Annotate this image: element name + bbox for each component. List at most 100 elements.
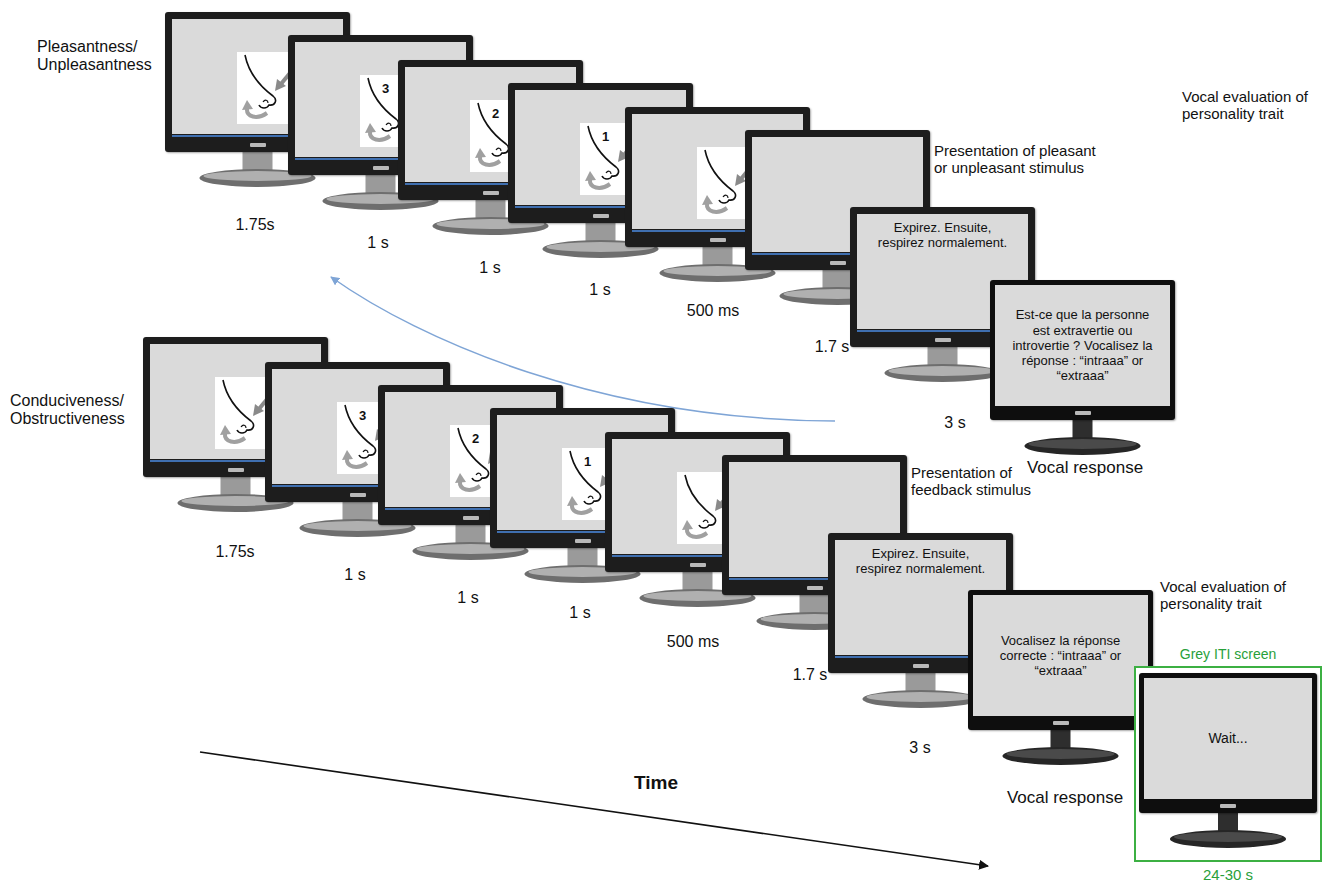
duration: 500 ms	[633, 633, 753, 651]
flow-arrow	[480, 156, 500, 165]
flow-arrow-head	[682, 520, 693, 530]
duration: 1 s	[295, 566, 415, 584]
nose-outline	[245, 55, 276, 108]
monitor-logo	[1220, 804, 1236, 808]
screen-instruction: Est-ce que la personne est extravertie o…	[1012, 307, 1154, 384]
countdown-number: 3	[382, 82, 389, 95]
nose-outline	[588, 126, 619, 179]
phase-note: Vocal evaluation of personality trait	[1160, 578, 1310, 613]
duration: 1 s	[520, 604, 640, 622]
monitor-logo	[575, 539, 591, 543]
phase-note: Presentation of feedback stimulus	[911, 464, 1043, 499]
duration: 3 s	[895, 414, 1015, 432]
countdown-number: 1	[602, 130, 609, 143]
monitor-base	[1170, 830, 1286, 848]
monitor-base-highlight	[1029, 439, 1137, 449]
monitor-base	[863, 690, 979, 708]
monitor-logo	[250, 143, 266, 147]
monitor-logo	[373, 166, 389, 170]
screen-instruction: Expirez. Ensuite, respirez normalement.	[850, 546, 992, 577]
screen-instruction: Wait...	[1157, 730, 1299, 747]
flow-arrow	[687, 528, 707, 537]
countdown-number: 2	[492, 107, 499, 120]
condition-label: Pleasantness/ Unpleasantness	[37, 38, 159, 75]
monitor-frame: Wait...	[1139, 673, 1317, 813]
inhale-arrow-head	[253, 404, 264, 416]
monitor-base	[885, 364, 1001, 382]
phase-note: Vocal response	[1005, 788, 1125, 808]
flow-arrow	[572, 504, 592, 513]
flow-arrow-head	[220, 425, 231, 435]
monitor-logo	[935, 338, 951, 342]
nose-outline	[705, 150, 736, 203]
phase-note: Vocal response	[1025, 458, 1145, 478]
wait-screen: Wait...	[1139, 673, 1317, 851]
flow-arrow-head	[455, 473, 466, 483]
monitor-logo	[228, 468, 244, 472]
nostril	[496, 148, 501, 151]
condition-label: Conduciveness/ Obstructiveness	[10, 392, 138, 429]
nose-outline	[685, 475, 716, 528]
monitor-logo	[483, 191, 499, 195]
flow-arrow-head	[702, 195, 713, 205]
nose-outline	[223, 380, 254, 433]
flow-arrow-head	[365, 123, 376, 133]
nose-outline	[345, 405, 376, 458]
duration: 3 s	[860, 739, 980, 757]
flow-arrow-head	[585, 171, 596, 181]
nostril	[703, 520, 708, 523]
screen-instruction: Expirez. Ensuite, respirez normalement.	[872, 220, 1014, 251]
countdown-number: 1	[584, 455, 591, 468]
duration: 1 s	[318, 234, 438, 252]
flow-arrow	[225, 433, 245, 442]
flow-arrow-head	[567, 496, 578, 506]
flow-arrow-head	[475, 148, 486, 158]
monitor-logo	[690, 563, 706, 567]
nose-outline	[368, 78, 399, 131]
flow-arrow	[707, 203, 727, 212]
duration: 1 s	[430, 259, 550, 277]
monitor-logo	[710, 238, 726, 242]
duration: 1.7 s	[750, 666, 870, 684]
flow-arrow	[247, 108, 267, 117]
nostril	[606, 171, 611, 174]
monitor-logo	[463, 516, 479, 520]
monitor-frame: Est-ce que la personne est extravertie o…	[990, 280, 1175, 420]
monitor-screen: Vocalisez la réponse correcte : “intraaa…	[968, 590, 1153, 768]
monitor-logo	[593, 214, 609, 218]
monitor-display: Est-ce que la personne est extravertie o…	[995, 285, 1170, 406]
flow-arrow	[460, 481, 480, 490]
iti-group: Grey ITI screen24-30 sWait...	[1134, 646, 1322, 889]
inhale-arrow-head	[275, 79, 286, 91]
flow-arrow	[370, 131, 390, 140]
nose-outline	[570, 451, 601, 504]
nostril	[363, 450, 368, 453]
monitor-base-highlight	[1174, 832, 1282, 842]
duration: 1 s	[408, 589, 528, 607]
monitor-logo	[350, 493, 366, 497]
nostril	[386, 123, 391, 126]
countdown-number: 3	[359, 409, 366, 422]
iti-heading: Grey ITI screen	[1134, 646, 1322, 663]
monitor-display: Wait...	[1144, 678, 1312, 799]
flow-arrow	[590, 179, 610, 188]
nostril	[476, 473, 481, 476]
nose-outline	[458, 428, 489, 481]
flow-arrow-head	[242, 100, 253, 110]
monitor-logo	[807, 586, 823, 590]
monitor-logo	[1075, 411, 1091, 415]
nostril	[723, 195, 728, 198]
monitor-base-highlight	[867, 692, 975, 702]
monitor-base-highlight	[889, 366, 997, 376]
monitor-screen: Est-ce que la personne est extravertie o…	[990, 280, 1175, 458]
monitor-logo	[830, 261, 846, 265]
monitor-base-highlight	[1007, 749, 1115, 759]
nostril	[263, 100, 268, 103]
monitor-logo	[1053, 721, 1069, 725]
nostril	[241, 425, 246, 428]
screen-instruction: Vocalisez la réponse correcte : “intraaa…	[990, 633, 1132, 679]
duration: 1 s	[540, 281, 660, 299]
duration: 1.7 s	[772, 338, 892, 356]
